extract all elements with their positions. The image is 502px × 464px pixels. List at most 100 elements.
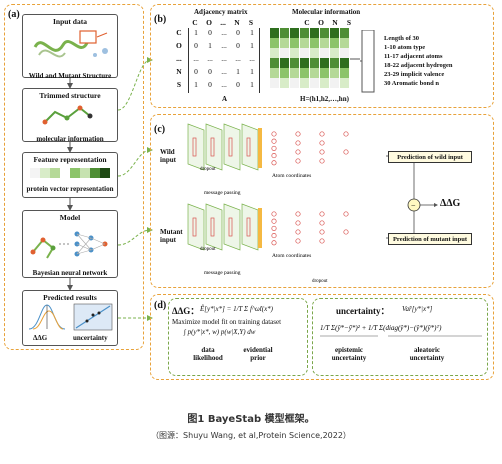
figure-caption: 图1 BayeStab 模型框架。 — [187, 414, 315, 425]
mol-col: O — [318, 18, 324, 27]
dropout-bar — [228, 137, 233, 157]
dropout-label: dropout — [200, 167, 216, 172]
feature-item: Length of 30 — [384, 35, 420, 42]
pooling-bar — [258, 128, 262, 168]
feature-cell — [270, 28, 279, 38]
trimmed-structure-box: Trimmed structure molecular information — [22, 88, 118, 143]
molecule-graph-image — [42, 105, 93, 125]
feature-vector-column — [360, 30, 375, 93]
feature-cell — [340, 28, 349, 38]
adj-row: N — [176, 67, 182, 76]
protein-structure-image — [33, 30, 108, 58]
adj-cell: 0 — [208, 80, 212, 89]
feature-cell — [300, 68, 309, 78]
feature-cell — [280, 68, 289, 78]
adj-cell: 0 — [236, 28, 240, 37]
model-title: Model — [59, 213, 81, 222]
prediction-wild-box: Prediction of wild input — [388, 151, 472, 163]
dropout-label-3: dropout — [312, 279, 328, 284]
feature-cell — [340, 38, 349, 48]
atom-coordinates-label-2: Atom coordinates — [272, 253, 311, 259]
network-node — [343, 131, 349, 137]
network-node — [319, 229, 325, 235]
dropout-bar — [246, 137, 251, 157]
network-node — [271, 160, 277, 166]
figure-source: （图源：Shuyu Wang, et al,Protein Science,20… — [151, 431, 351, 440]
network-node — [295, 158, 301, 164]
adj-col: S — [248, 18, 254, 27]
feature-cell — [330, 78, 339, 88]
panel-b-label: (b) — [154, 14, 167, 25]
ddg-formula-box — [168, 298, 308, 376]
ddg-formula: Ê[y*|x*] = 1/T Σ f^ω̂t(x*) — [200, 305, 274, 313]
epistemic-label: epistemic uncertainty — [331, 346, 367, 362]
message-passing-label: message passing — [204, 190, 241, 196]
molecular-header: C O N S — [300, 18, 356, 27]
feature-cell — [340, 48, 349, 58]
evidential-prior-label: evidential prior — [243, 346, 273, 362]
feature-cell — [290, 48, 299, 58]
adj-cell: 0 — [208, 67, 212, 76]
predicted-ddg-label: ΔΔG — [33, 334, 48, 342]
aleatoric-label: aleatoric uncertainty — [409, 346, 445, 362]
feature-cell — [310, 38, 319, 48]
network-node — [295, 220, 301, 226]
feature-cell — [290, 38, 299, 48]
predicted-title: Predicted results — [43, 293, 97, 302]
network-node — [295, 211, 301, 217]
panel-d-label: (d) — [154, 300, 167, 311]
pooling-bar — [258, 208, 262, 248]
feature-cell — [330, 68, 339, 78]
feature-cell — [330, 28, 339, 38]
model-caption: Bayesian neural network — [32, 269, 108, 277]
feature-item: 11-17 adjacent atoms — [384, 53, 443, 60]
predicted-uncertainty-label: uncertainty — [73, 334, 108, 342]
feature-cell — [300, 28, 309, 38]
adj-cell: 1 — [194, 80, 198, 89]
uncertainty-plot-icon — [73, 303, 113, 331]
adj-cell: ... — [221, 28, 227, 37]
adj-cell: 1 — [194, 28, 198, 37]
adj-cell: ... — [221, 54, 227, 63]
feature-item: 23-29 implicit valence — [384, 71, 445, 78]
network-node — [319, 140, 325, 146]
feature-item: 1-10 atom type — [384, 44, 426, 51]
adj-row: O — [176, 41, 182, 50]
input-data-title: Input data — [53, 17, 87, 26]
feature-cell — [310, 48, 319, 58]
network-node — [271, 218, 277, 224]
network-node — [295, 140, 301, 146]
adj-col: N — [234, 18, 240, 27]
network-node — [343, 211, 349, 217]
feature-cell — [270, 38, 279, 48]
adj-cell: 1 — [236, 67, 240, 76]
feature-cell — [340, 78, 349, 88]
input-data-caption: Wild and Mutant Structure — [28, 72, 112, 80]
feature-cell — [300, 78, 309, 88]
feature-cell — [310, 68, 319, 78]
feature-cell — [320, 78, 329, 88]
uncertainty-formula-box — [312, 298, 488, 376]
network-node — [319, 211, 325, 217]
feature-cell — [300, 48, 309, 58]
feature-item: 30 Aromatic bond n — [384, 80, 439, 87]
adj-cell: ... — [193, 54, 199, 63]
svg-text:1/T Σ(ŷ*−ȳ*)² + 1/T Σ(diag(ŷ*): 1/T Σ(ŷ*−ȳ*)² + 1/T Σ(diag(ŷ*)−(ŷ*)(ŷ*)ᵀ… — [320, 324, 442, 332]
feature-cell — [270, 48, 279, 58]
network-node — [319, 238, 325, 244]
feature-cell — [330, 48, 339, 58]
network-node — [343, 149, 349, 155]
adj-cell: ... — [249, 54, 255, 63]
network-node — [319, 131, 325, 137]
adj-cell: 1 — [250, 67, 254, 76]
feature-cell — [340, 68, 349, 78]
ddg-formula-line3: ∫ p(y*|x*, w) p(w|X,Y) dw — [184, 328, 256, 336]
uncertainty-formula: Var̂[y*|x*] — [402, 305, 433, 313]
network-node — [271, 138, 277, 144]
adj-col: O — [206, 18, 212, 27]
feature-cell — [320, 28, 329, 38]
feature-cell — [280, 58, 289, 68]
ddg-formula-line2: Maximize model fit on training dataset — [172, 318, 282, 326]
network-node — [295, 229, 301, 235]
adjacency-row-labels: C O ... N S — [176, 28, 182, 93]
